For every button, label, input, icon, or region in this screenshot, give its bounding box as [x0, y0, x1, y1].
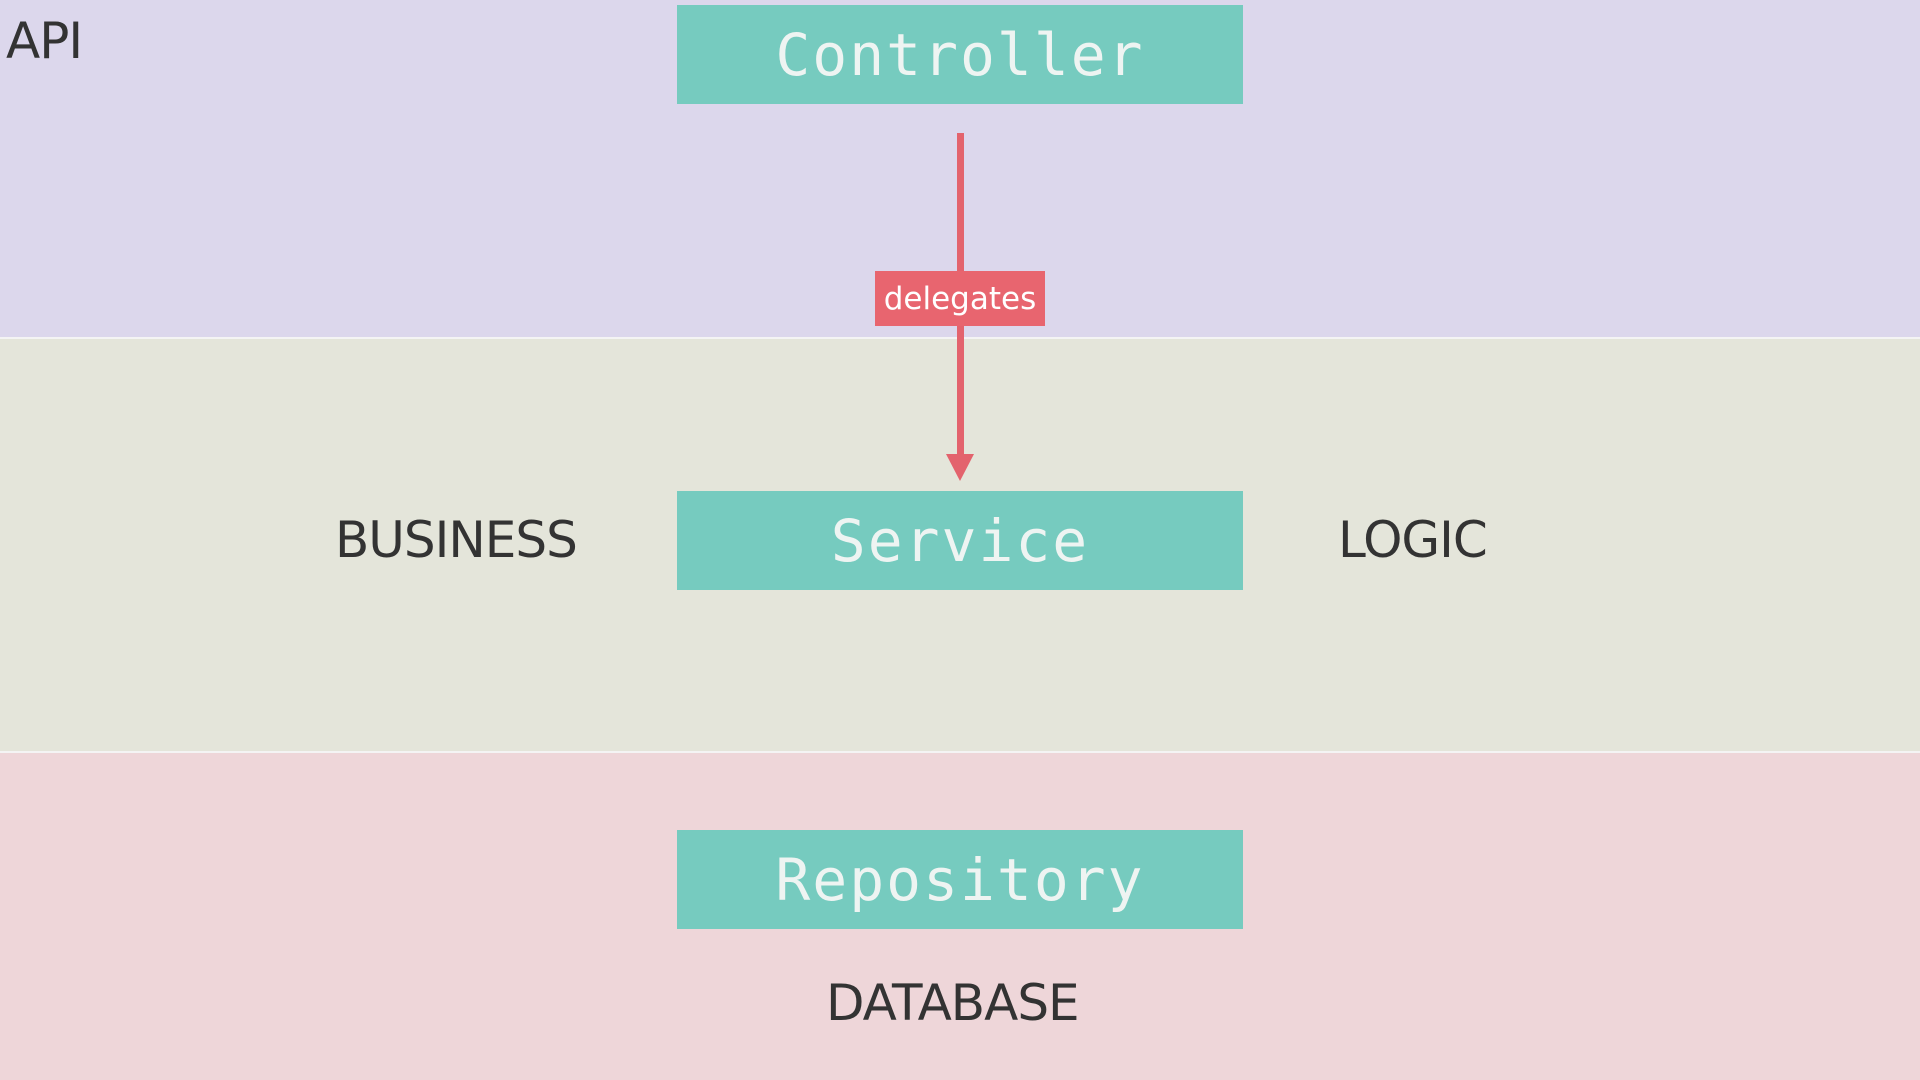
controller-box: Controller — [677, 5, 1243, 104]
database-layer-label: DATABASE — [826, 974, 1080, 1032]
api-layer-label: API — [6, 12, 83, 70]
delegates-arrow-head — [946, 454, 974, 481]
business-layer-label: BUSINESS — [335, 511, 578, 569]
logic-layer-label: LOGIC — [1338, 511, 1488, 569]
delegates-edge-label: delegates — [875, 271, 1045, 326]
service-box: Service — [677, 491, 1243, 590]
repository-box: Repository — [677, 830, 1243, 929]
